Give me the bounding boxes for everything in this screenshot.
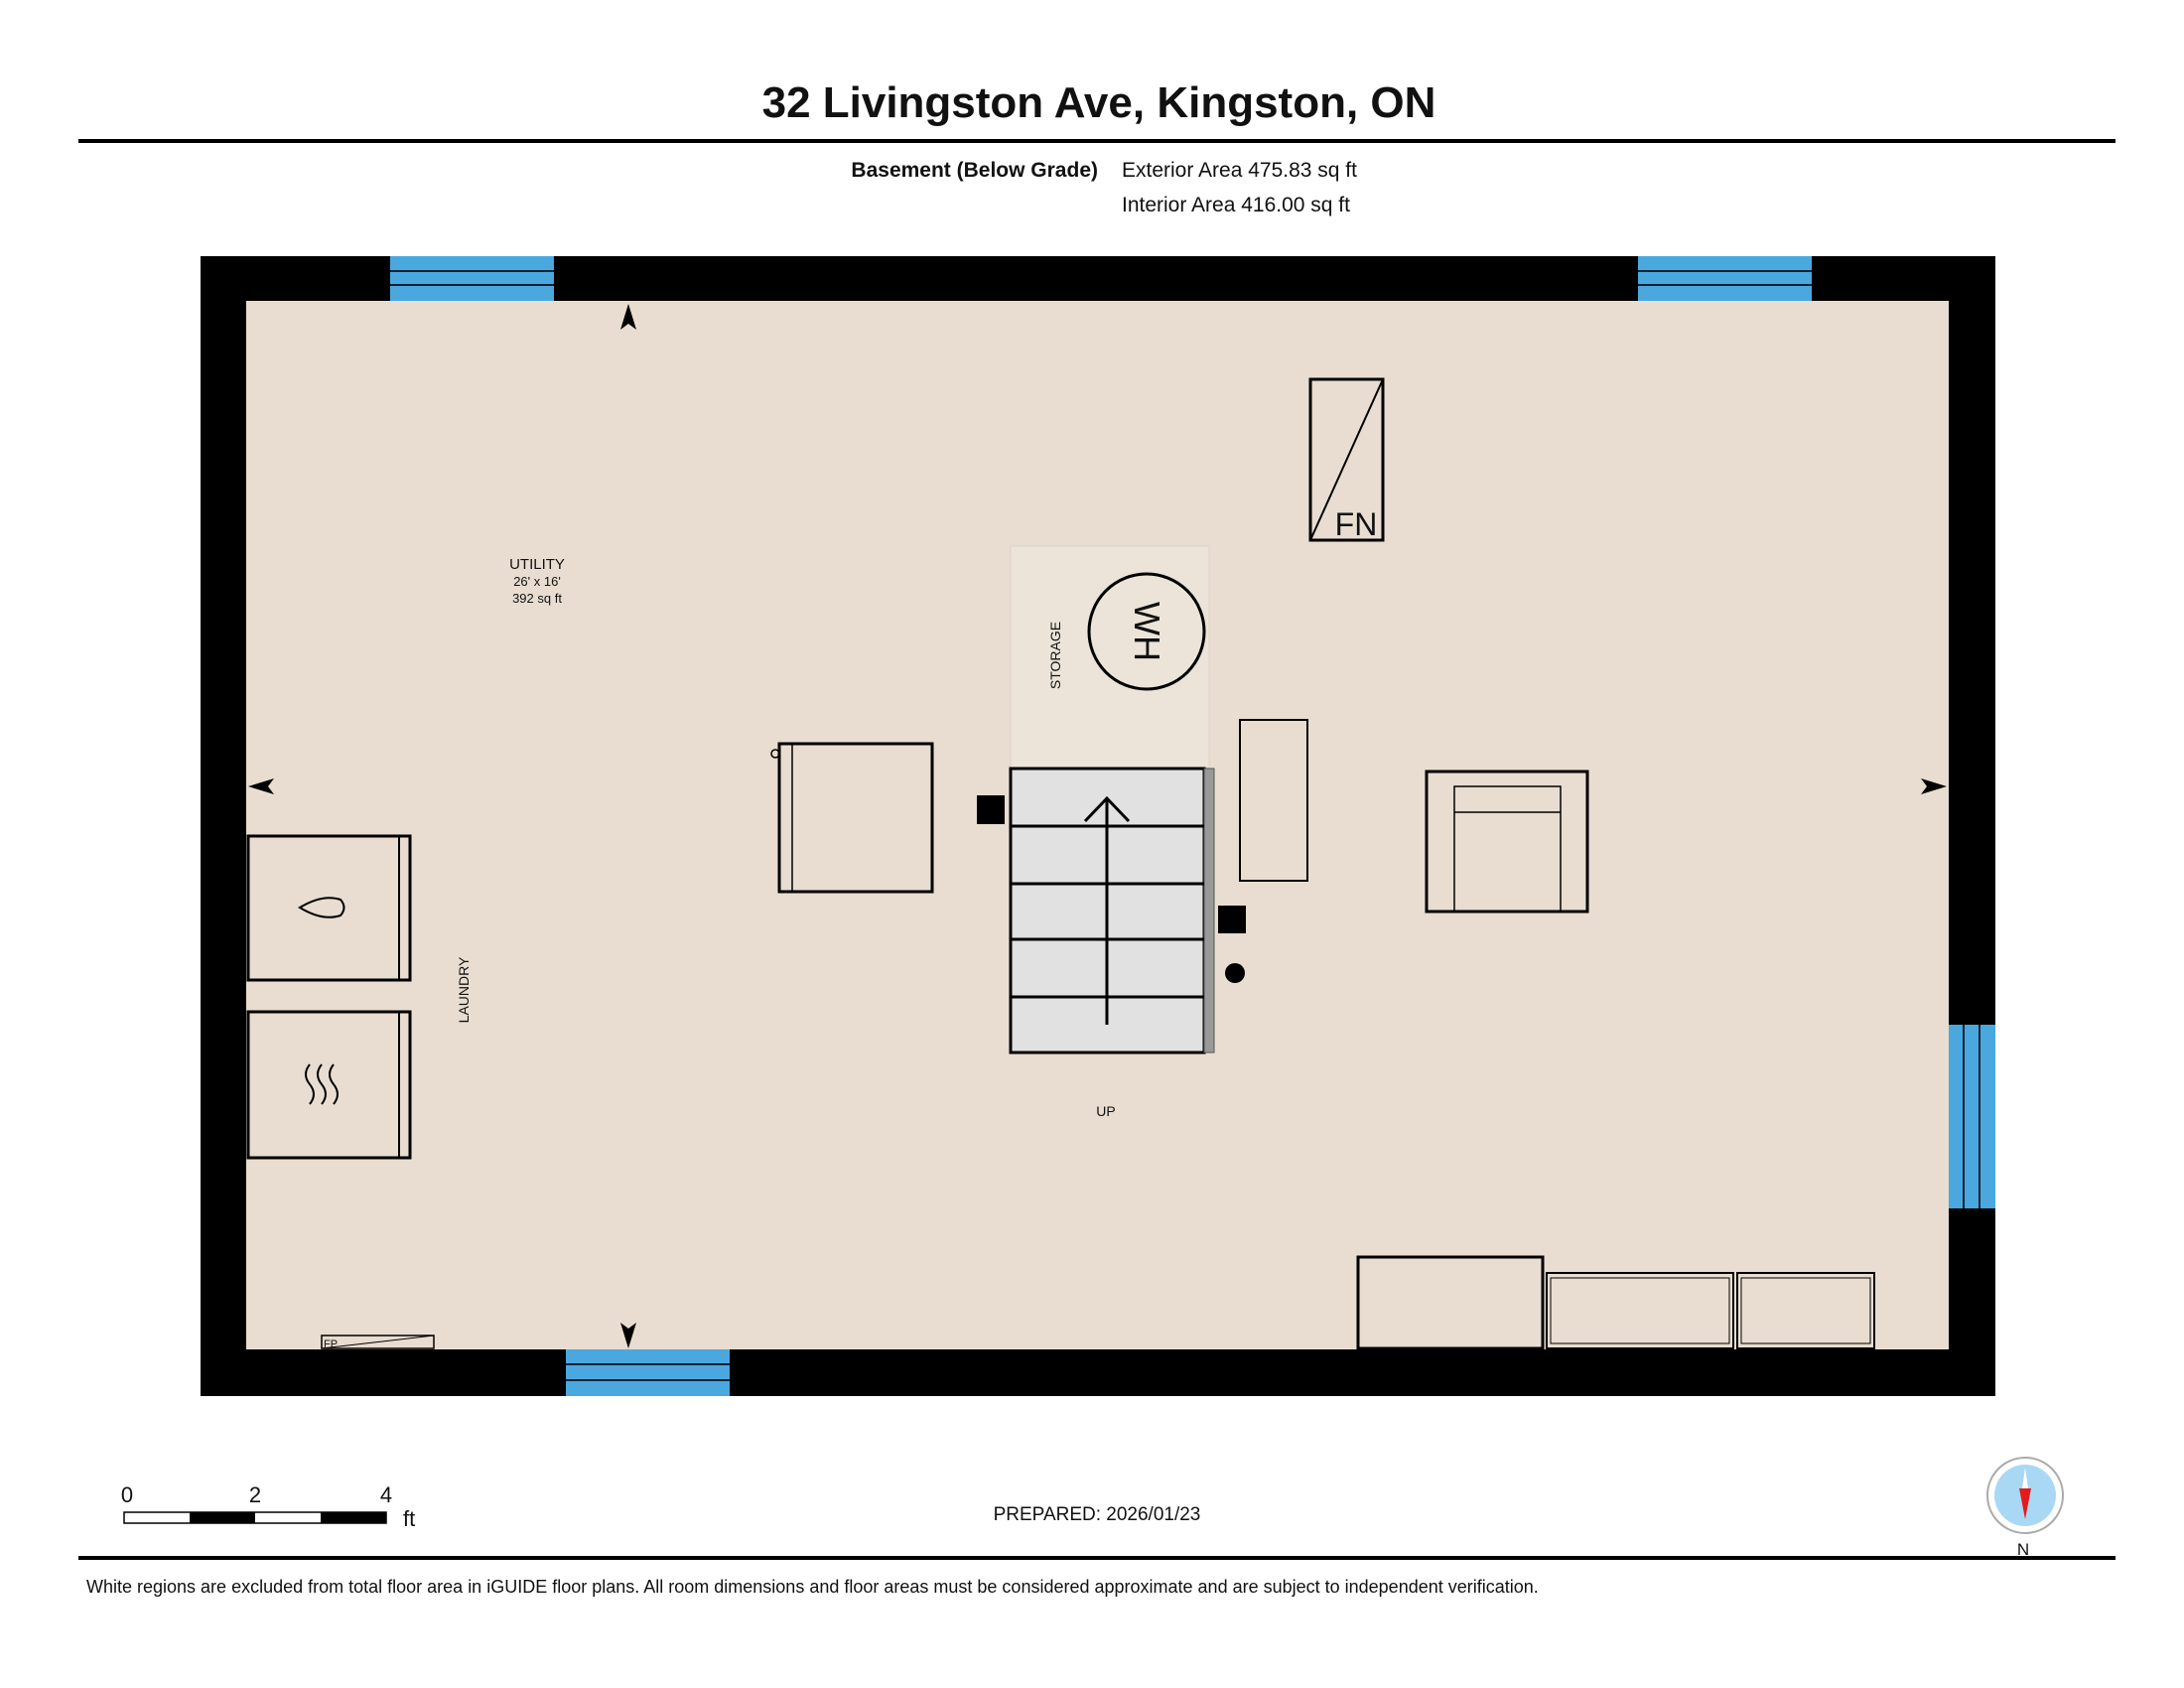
header-divider <box>78 139 2116 143</box>
scale-bar: 0 2 4 ft <box>121 1482 415 1531</box>
heat-waves-icon <box>305 1063 339 1105</box>
storage-area <box>1010 545 1210 769</box>
svg-text:2: 2 <box>249 1482 261 1507</box>
svg-text:ft: ft <box>403 1506 415 1531</box>
window-bottom <box>566 1349 730 1396</box>
exterior-area: Exterior Area 475.83 sq ft <box>1122 159 1357 182</box>
page-title: 32 Livingston Ave, Kingston, ON <box>762 78 1436 127</box>
dryer <box>246 1010 412 1160</box>
svg-text:UTILITY: UTILITY <box>509 556 565 573</box>
svg-text:0: 0 <box>121 1482 133 1507</box>
floor-drain <box>1225 963 1245 983</box>
support-post <box>977 795 1005 824</box>
window-top-right <box>1638 256 1812 301</box>
disclaimer: White regions are excluded from total fl… <box>86 1577 1539 1597</box>
footer-divider <box>78 1556 2116 1560</box>
window-top-left <box>390 256 554 301</box>
compass-icon: N <box>1986 1457 2064 1559</box>
shelving-unit <box>1546 1272 1875 1349</box>
armchair <box>1425 770 1589 914</box>
prepared-date: PREPARED: 2026/01/23 <box>994 1504 1201 1525</box>
svg-text:392 sq ft: 392 sq ft <box>512 591 562 606</box>
compass-north-label: N <box>2017 1540 2029 1559</box>
svg-text:26' x 16': 26' x 16' <box>513 574 561 589</box>
svg-text:WH: WH <box>1127 602 1167 661</box>
room-label-utility: UTILITY 26' x 16' 392 sq ft <box>509 556 565 606</box>
support-post <box>1218 906 1246 933</box>
room-label-storage: STORAGE <box>1047 622 1063 689</box>
floor-name: Basement (Below Grade) <box>851 159 1098 182</box>
room-label-laundry: LAUNDRY <box>456 956 472 1023</box>
arrow-left-icon <box>248 778 274 794</box>
arrow-down-icon <box>620 1323 636 1348</box>
washer <box>246 834 412 982</box>
svg-text:FN: FN <box>1335 506 1378 542</box>
stairs-up-label: UP <box>1096 1103 1115 1119</box>
svg-text:4: 4 <box>380 1482 392 1507</box>
fireplace: FP <box>321 1335 435 1350</box>
arrow-up-icon <box>620 304 636 330</box>
svg-text:FP: FP <box>324 1338 338 1350</box>
window-right <box>1949 1025 1995 1208</box>
interior-area: Interior Area 416.00 sq ft <box>1122 194 1350 216</box>
water-heater: WH <box>1087 572 1206 691</box>
utility-tank <box>770 742 934 894</box>
furnace: FN <box>1308 377 1385 542</box>
staircase <box>1009 767 1215 1055</box>
cabinet <box>1239 719 1308 882</box>
arrow-right-icon <box>1921 778 1947 794</box>
workbench <box>1356 1255 1545 1350</box>
water-drop-icon <box>298 897 345 918</box>
